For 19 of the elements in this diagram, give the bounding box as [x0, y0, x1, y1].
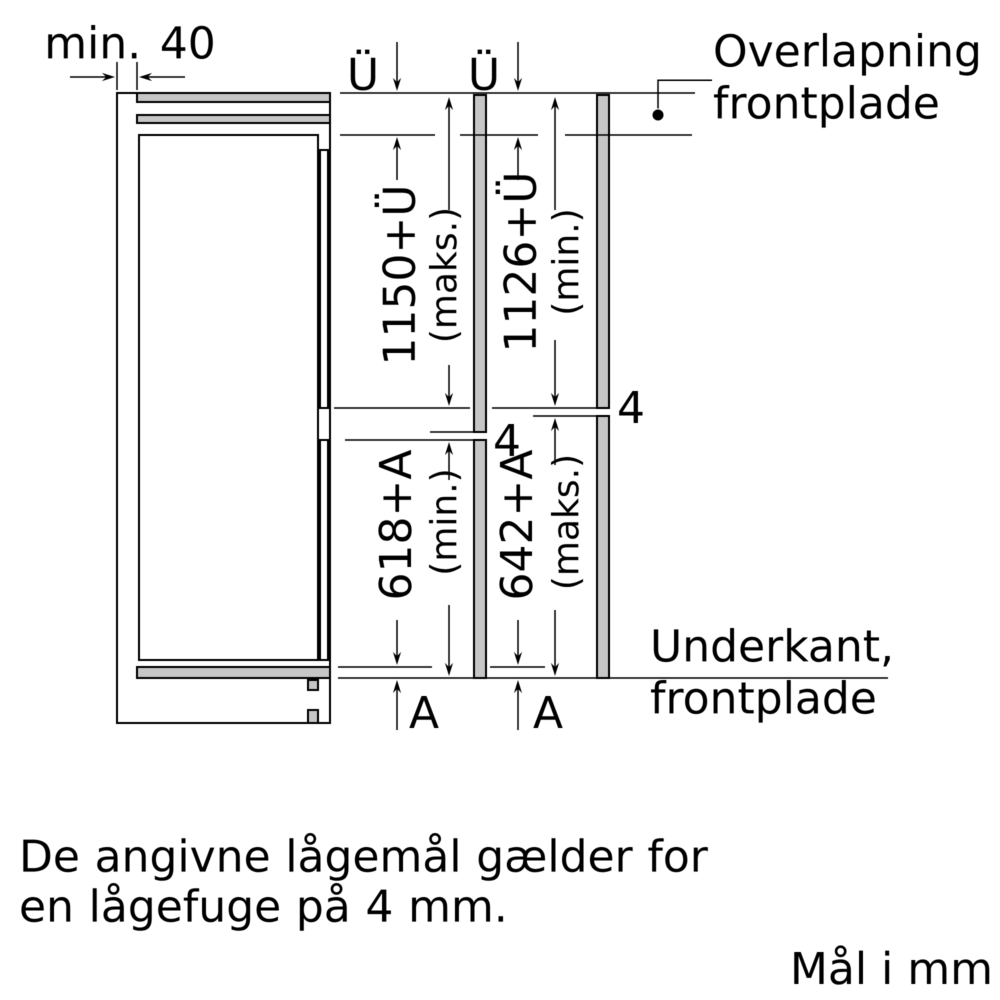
- caption: De angivne lågemål gælder for en lågefuge på 4 mm.: [21, 833, 708, 931]
- leader-dot: [652, 110, 664, 120]
- dimension-label: A: [409, 696, 439, 728]
- dimension-label: 1150+Ü: [374, 188, 416, 361]
- dimension-label: Mål i mm: [794, 945, 990, 985]
- dimension-label: Ü: [350, 50, 376, 90]
- dimension-label: 4: [619, 390, 643, 424]
- dimension-label: 618+A: [378, 450, 412, 598]
- dimension-label: Ü: [472, 50, 496, 90]
- dimension-label: (maks.): [428, 210, 462, 340]
- dimension-label: 1126+Ü: [496, 175, 536, 348]
- dimension-label: (min.): [428, 471, 462, 573]
- dimension-label: A: [533, 696, 563, 728]
- leader-line: [657, 80, 712, 108]
- dimension-label: (maks.): [550, 456, 584, 588]
- callout-text: Overlapning frontplade: [714, 33, 978, 128]
- dimension-label: Underkant, frontplade: [651, 628, 890, 723]
- dimension-label: min. 40: [48, 24, 213, 60]
- dimension-label: (min.): [550, 211, 584, 313]
